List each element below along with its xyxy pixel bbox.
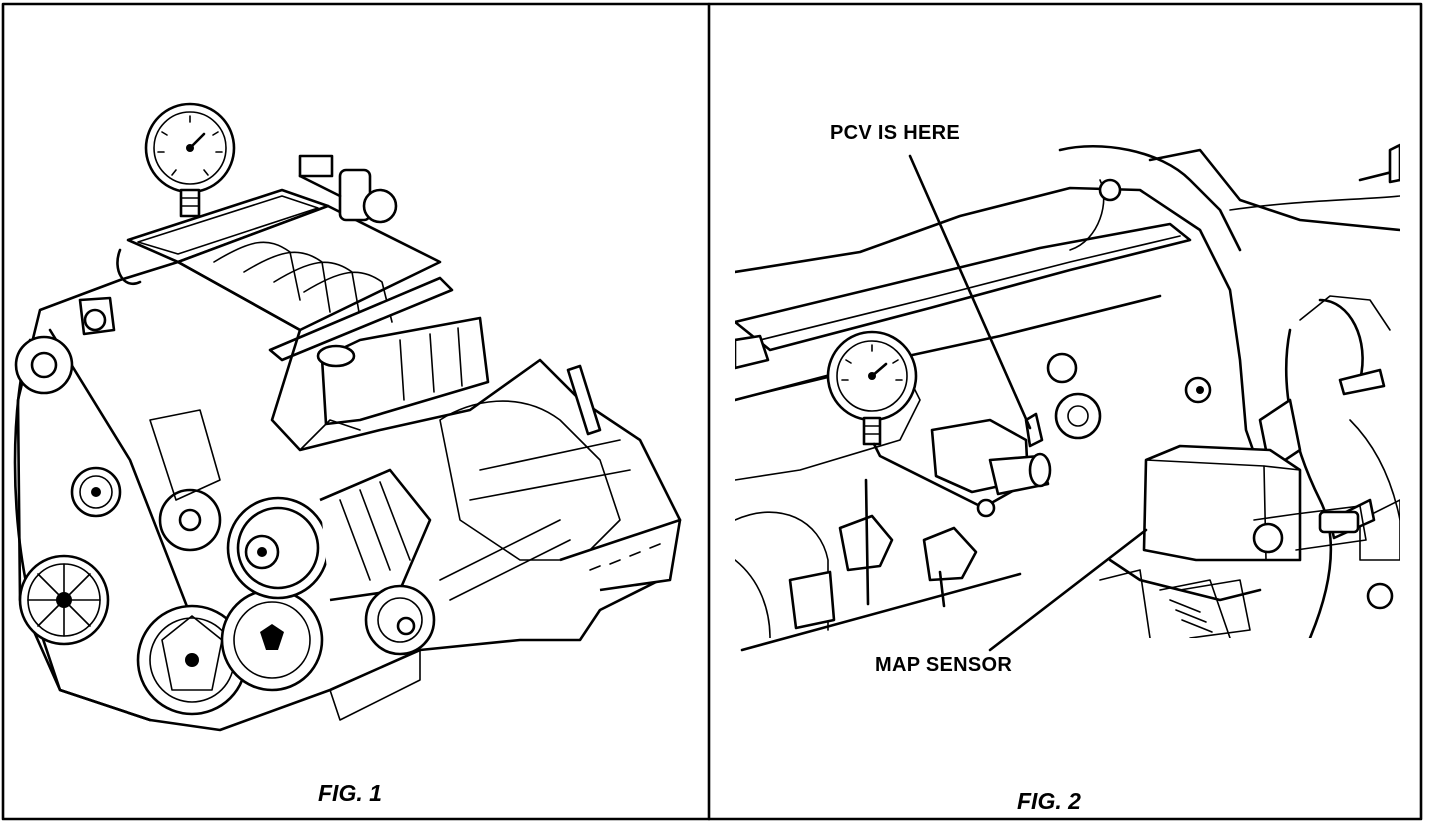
fig2-caption: FIG. 2 — [1017, 788, 1081, 814]
map-sensor-icon — [1142, 444, 1367, 562]
pcv-leader-line — [908, 154, 1032, 430]
map-sensor-leader-line — [740, 572, 1022, 652]
map-sensor-leader-line-2 — [988, 528, 1148, 652]
pcv-valve-icon — [930, 412, 1052, 518]
engine-icon — [13, 154, 682, 732]
map-sensor-callout-label: MAP SENSOR — [875, 654, 1013, 676]
fig1-caption: FIG. 1 — [318, 780, 382, 806]
pcv-callout-label: PCV IS HERE — [830, 122, 960, 144]
intake-manifold-icon — [735, 143, 1400, 638]
vacuum-gauge-icon — [826, 330, 1034, 512]
vacuum-gauge-icon — [144, 102, 236, 218]
